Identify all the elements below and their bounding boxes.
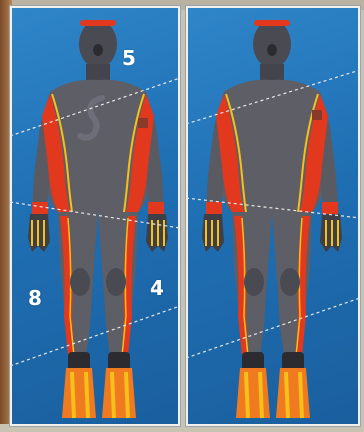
seam-line-shin <box>186 298 360 358</box>
seam-line-shin <box>10 306 180 366</box>
wetsuit-front-panel: 5 8 4 <box>10 6 180 426</box>
hood-band <box>254 20 290 26</box>
left-fin <box>62 368 96 418</box>
neck <box>260 64 284 82</box>
zone-number-lower-right: 4 <box>150 278 164 298</box>
left-cuff <box>206 202 222 214</box>
arm-badge <box>312 110 322 120</box>
diver-figure-back <box>202 20 342 418</box>
arm-badge <box>138 118 148 128</box>
left-knee-pad <box>70 268 90 296</box>
face-opening <box>93 44 103 56</box>
wetsuit-back-panel <box>186 6 360 426</box>
zone-number-lower-left: 8 <box>28 288 42 308</box>
right-knee-pad <box>106 268 126 296</box>
diver-figure-front <box>28 20 168 418</box>
left-knee-pad <box>244 268 264 296</box>
right-cuff <box>148 202 164 214</box>
left-fin <box>236 368 270 418</box>
neck <box>86 64 110 82</box>
right-fin <box>102 368 136 418</box>
right-cuff <box>322 202 338 214</box>
hood-band <box>80 20 116 26</box>
face-opening <box>267 44 277 56</box>
zone-number-upper: 5 <box>122 48 136 68</box>
right-fin <box>276 368 310 418</box>
right-knee-pad <box>280 268 300 296</box>
wetsuit-back-illustration <box>186 6 360 426</box>
wetsuit-front-illustration <box>10 6 180 426</box>
